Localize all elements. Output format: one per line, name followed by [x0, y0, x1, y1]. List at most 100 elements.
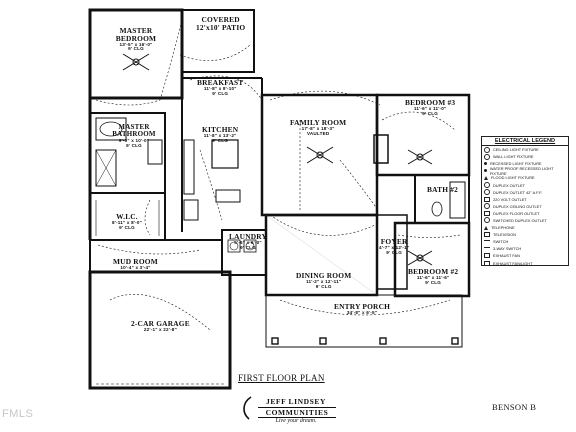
room-ceiling: 9' CLG	[126, 142, 142, 148]
room-name: ENTRY PORCH	[334, 302, 391, 311]
legend-item: WATER PROOF RECESSED LIGHT FIXTURE	[482, 165, 568, 176]
room-name: FAMILY ROOM	[290, 118, 347, 127]
room-name: COVERED	[201, 15, 240, 24]
legend-item: 220 VOLT OUTLET	[482, 196, 568, 203]
room-dimensions: 5'-6" x 6'-0"	[234, 239, 262, 245]
room-name: W.I.C.	[116, 212, 138, 221]
room-name: KITCHEN	[202, 125, 239, 134]
room-label-family-room: FAMILY ROOM 17'-8" x 18'-3" VAULTED	[290, 119, 346, 136]
plan-title: FIRST FLOOR PLAN	[238, 373, 325, 383]
legend-item-label: EXHAUST FAN/LIGHT	[493, 260, 533, 266]
room-name: BREAKFAST	[197, 78, 244, 87]
room-name: DINING ROOM	[296, 271, 352, 280]
room-name: MUD ROOM	[113, 257, 158, 266]
legend-item-label: TELEPHONE	[491, 225, 515, 231]
room-ceiling: 9' CLG	[240, 244, 256, 250]
room-ceiling: 9' CLG	[212, 137, 229, 143]
legend-item: DUPLEX FLOOR OUTLET	[482, 210, 568, 217]
legend-symbol-icon	[484, 146, 490, 153]
legend-symbol-icon	[484, 203, 490, 210]
legend-item: WALL LIGHT FIXTURE	[482, 153, 568, 160]
legend-item: DUPLEX OUTLET 42" A.F.F.	[482, 189, 568, 196]
room-ceiling: 9' CLG	[422, 110, 439, 116]
legend-item: TELEPHONE	[482, 224, 568, 231]
brand-logo: JEFF LINDSEY COMMUNITIES Live your dream…	[243, 396, 346, 424]
room-dimensions: 17'-8" x 18'-3"	[301, 125, 335, 131]
room-name: BATH #2	[427, 185, 459, 194]
legend-item-label: FLOOD LIGHT FIXTURE	[491, 175, 535, 181]
room-dimensions: 11'-8" x 13'-2"	[203, 132, 237, 138]
legend-symbol-icon	[484, 217, 490, 224]
legend-symbol-icon	[484, 196, 490, 202]
room-label-dining-room: DINING ROOM 11'-2" x 12'-11" 9' CLG	[296, 272, 351, 289]
legend-symbol-icon	[484, 260, 490, 266]
legend-item: EXHAUST FAN/LIGHT	[482, 260, 568, 267]
legend-item: RECESSED LIGHT FIXTURE	[482, 160, 568, 167]
legend-item-label: DUPLEX OUTLET 42" A.F.F.	[493, 189, 543, 195]
legend-symbol-icon	[484, 189, 490, 196]
legend-item: SWITCH	[482, 238, 568, 245]
legend-title: ELECTRICAL LEGEND	[482, 137, 568, 146]
room-dimensions: 34'-8" x 6'-5"	[346, 309, 378, 315]
room-ceiling: 9' CLG	[119, 224, 135, 230]
brand-line-2: COMMUNITIES	[258, 407, 336, 418]
room-ceiling: 9' CLG	[386, 249, 403, 255]
brand-tagline: Live your dream.	[275, 418, 317, 424]
legend-item-label: EXHAUST FAN	[493, 253, 520, 259]
room-label-wic: W.I.C. 8'-11" x 8'-0" 9' CLG	[112, 213, 142, 230]
room-dimensions: 8'-11" x 8'-0"	[112, 219, 143, 225]
room-name: MASTER BEDROOM	[115, 26, 157, 43]
legend-item: EXHAUST FAN	[482, 252, 568, 259]
room-label-bath-2: BATH #2	[427, 186, 458, 194]
legend-item-label: WALL LIGHT FIXTURE	[493, 154, 534, 160]
room-label-bedroom-2: BEDROOM #2 11'-6" x 11'-6" 9' CLG	[408, 268, 458, 285]
legend-symbol-icon	[484, 162, 487, 166]
model-name: BENSON B	[492, 402, 537, 412]
room-name: FOYER	[380, 237, 408, 246]
room-name: LAUNDRY	[229, 232, 268, 241]
room-name: MASTER BATHROOM	[112, 123, 156, 139]
legend-item-label: SWITCHED DUPLEX OUTLET	[493, 217, 547, 223]
room-label-laundry: LAUNDRY 5'-6" x 6'-0" 9' CLG	[229, 233, 267, 250]
room-dimensions: 12'x10' PATIO	[196, 22, 246, 32]
legend-item-label: 3-WAY SWITCH	[493, 246, 522, 252]
legend-item-label: WATER PROOF RECESSED LIGHT FIXTURE	[489, 165, 554, 176]
legend-item: SWITCHED DUPLEX OUTLET	[482, 217, 568, 224]
legend-item: DUPLEX CEILING OUTLET	[482, 203, 568, 210]
room-ceiling: 9' CLG	[128, 46, 144, 52]
legend-symbol-icon	[484, 239, 490, 246]
legend-item-label: DUPLEX FLOOR OUTLET	[493, 210, 540, 216]
room-ceiling: 9' CLG	[212, 90, 229, 96]
room-ceiling: 9' CLG	[315, 283, 332, 289]
room-label-breakfast: BREAKFAST 11'-8" x 8'-10" 9' CLG	[197, 79, 243, 96]
watermark: FMLS	[2, 408, 34, 420]
legend-symbol-icon	[484, 169, 487, 173]
room-label-garage: 2-CAR GARAGE 22'-1" x 22'-8"	[131, 320, 190, 333]
legend-symbol-icon	[484, 253, 490, 259]
legend-item-label: DUPLEX OUTLET	[493, 182, 525, 188]
room-dimensions: 22'-1" x 22'-8"	[143, 326, 177, 332]
legend-item-label: RECESSED LIGHT FIXTURE	[490, 161, 542, 167]
room-ceiling: VAULTED	[306, 130, 330, 136]
room-dimensions: 10'-4" x 3'-4"	[120, 264, 151, 270]
room-label-mud-room: MUD ROOM 10'-4" x 3'-4"	[113, 258, 158, 271]
room-label-bedroom-3: BEDROOM #3 11'-6" x 11'-0" 9' CLG	[405, 99, 455, 116]
legend-item-label: 220 VOLT OUTLET	[493, 196, 527, 202]
legend-symbol-icon	[484, 182, 490, 189]
room-label-foyer: FOYER 4'-7" x 12'-1" 9' CLG	[379, 238, 409, 255]
room-dimensions: 11'-2" x 12'-11"	[306, 278, 342, 284]
room-name: 2-CAR GARAGE	[131, 319, 190, 328]
legend-item: 3-WAY SWITCH	[482, 245, 568, 252]
legend-item: CEILING LIGHT FIXTURE	[482, 146, 568, 153]
room-label-master-bath: MASTER BATHROOM 9'-0" x 10'-0" 9' CLG	[112, 123, 156, 148]
room-label-kitchen: KITCHEN 11'-8" x 13'-2" 9' CLG	[202, 126, 238, 143]
legend-item-label: TELEVISION	[493, 232, 516, 238]
brand-line-1: JEFF LINDSEY	[265, 397, 327, 406]
legend-symbol-icon	[484, 232, 490, 238]
legend-symbol-icon	[484, 225, 488, 230]
room-dimensions: 11'-8" x 8'-10"	[203, 85, 237, 91]
legend-symbol-icon	[484, 153, 490, 160]
brand-swoosh-icon	[243, 396, 252, 420]
